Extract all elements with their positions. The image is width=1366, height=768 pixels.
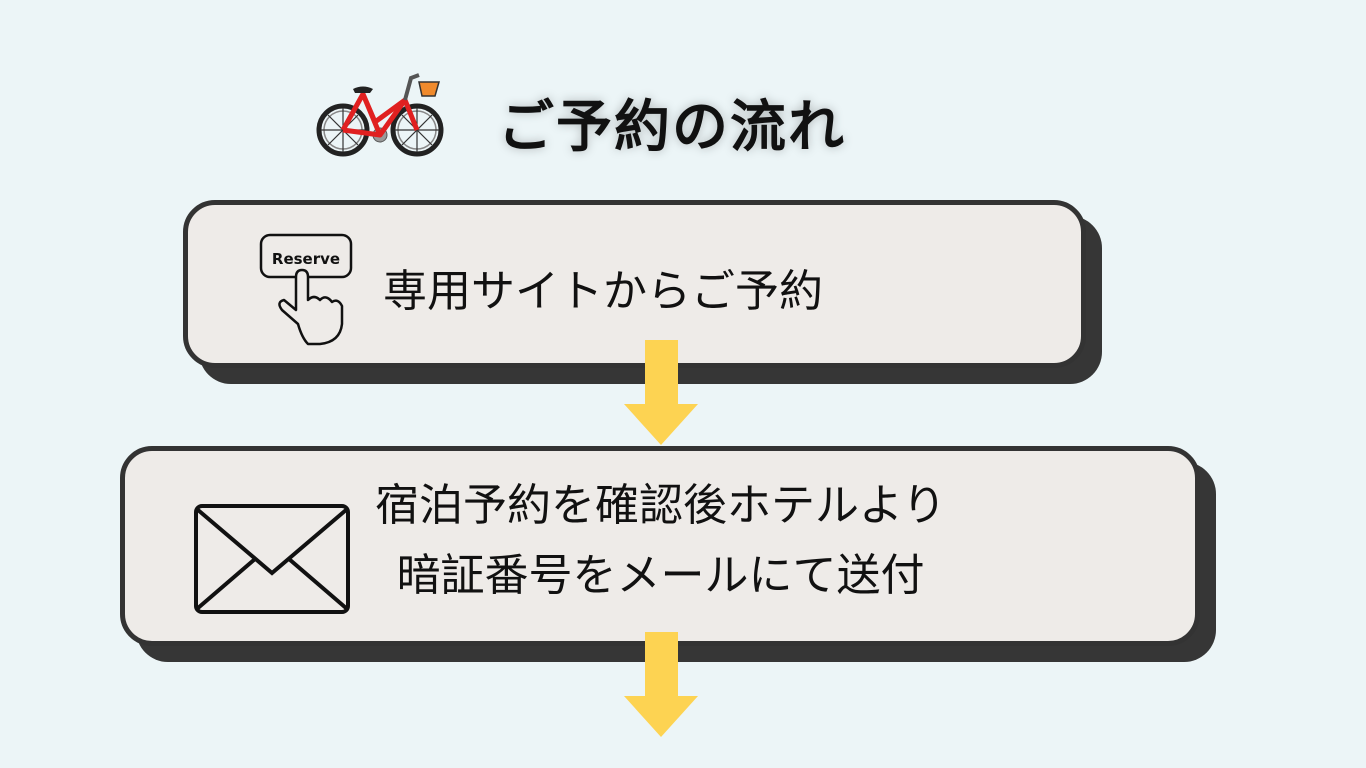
page-title: ご予約の流れ — [498, 94, 846, 160]
step-text: 宿泊予約を確認後ホテルより 暗証番号をメールにて送付 — [375, 471, 946, 611]
step-card-email: 宿泊予約を確認後ホテルより 暗証番号をメールにて送付 — [120, 446, 1200, 646]
step-text-line: 暗証番号をメールにて送付 — [396, 550, 925, 601]
bicycle-icon — [316, 73, 444, 157]
reserve-button-hand-icon: Reserve — [259, 233, 353, 346]
envelope-icon — [194, 504, 350, 614]
down-arrow-icon — [624, 340, 698, 445]
step-text-line: 宿泊予約を確認後ホテルより — [375, 480, 947, 531]
svg-text:Reserve: Reserve — [272, 250, 340, 268]
down-arrow-icon — [624, 632, 698, 737]
step-card-reserve: Reserve 専用サイトからご予約 — [183, 200, 1086, 368]
step-text: 専用サイトからご予約 — [383, 266, 823, 317]
